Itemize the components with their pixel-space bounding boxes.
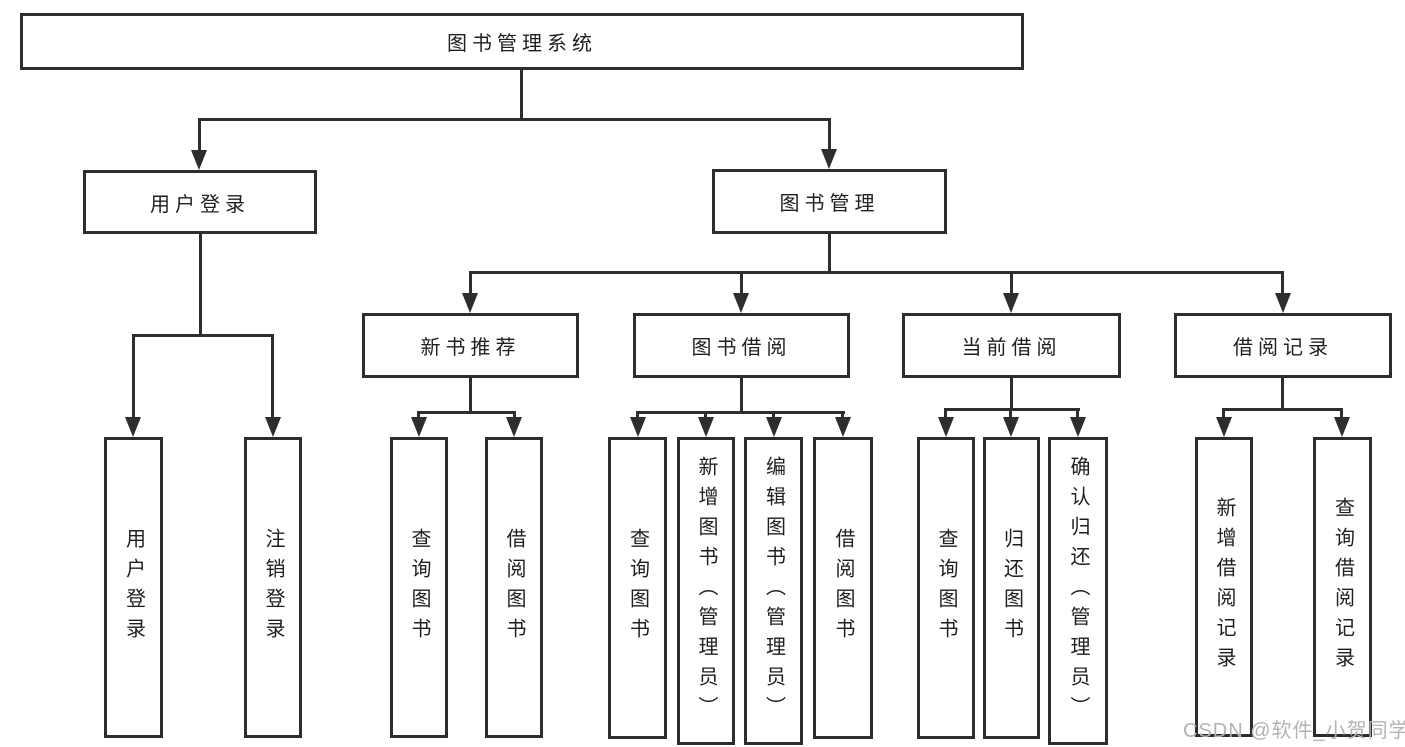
arrow-add-books [698, 417, 714, 437]
node-new-book-recommend-label: 新书推荐 [420, 337, 521, 359]
connector-stem-query-books-c [944, 408, 947, 421]
connector-bookmgmt-hline [469, 271, 1284, 274]
node-book-borrow-label: 图书借阅 [691, 337, 792, 359]
connector-stem-borrow-books-a [513, 411, 516, 421]
connector-stem-query-books-b [636, 411, 639, 421]
node-root-label: 图书管理系统 [447, 33, 597, 55]
node-user-login: 用户登录 [83, 170, 317, 234]
arrow-new-rec [462, 293, 478, 313]
leaf-add-books-admin-label: 新增图书（管理员） [695, 456, 717, 726]
leaf-query-books-borrow-label: 查询图书 [626, 528, 649, 648]
arrow-borrow-books-a [506, 417, 522, 437]
leaf-edit-books-admin-label: 编辑图书（管理员） [762, 456, 785, 726]
leaf-query-books-borrow: 查询图书 [608, 437, 667, 739]
node-current-borrow: 当前借阅 [902, 313, 1121, 378]
leaf-edit-books-admin: 编辑图书（管理员） [744, 437, 803, 745]
leaf-add-books-admin: 新增图书（管理员） [677, 437, 735, 745]
connector-stem-book-mgmt [828, 118, 831, 153]
connector-currentborrow-hline [944, 408, 1080, 411]
connector-userlogin-hline [132, 334, 274, 337]
arrow-book-mgmt [821, 149, 837, 169]
arrow-query-books-b [630, 417, 646, 437]
connector-currentborrow-stem [1010, 377, 1013, 411]
arrow-confirm-return [1070, 417, 1086, 437]
node-borrow-records: 借阅记录 [1174, 313, 1392, 378]
leaf-user-login-label: 用户登录 [122, 527, 145, 648]
connector-stem-add-books [704, 411, 707, 421]
arrow-edit-books [766, 417, 782, 437]
leaf-borrow-books-label: 借阅图书 [832, 528, 854, 648]
node-user-login-label: 用户登录 [150, 193, 250, 216]
arrow-leaf-logout [265, 417, 281, 437]
leaf-query-books-current-label: 查询图书 [935, 528, 957, 648]
connector-borrowrecords-stem [1281, 377, 1284, 411]
arrow-add-record [1216, 417, 1232, 437]
leaf-return-books: 归还图书 [983, 437, 1040, 739]
arrow-query-books-c [938, 417, 954, 437]
arrow-book-borrow [733, 293, 749, 313]
connector-newrec-hline [417, 411, 516, 414]
leaf-confirm-return-admin-label: 确认归还（管理员） [1067, 456, 1089, 726]
leaf-borrow-books-recommend: 借阅图书 [485, 437, 543, 738]
connector-root-stem [520, 69, 523, 120]
leaf-confirm-return-admin: 确认归还（管理员） [1048, 437, 1108, 745]
node-root: 图书管理系统 [20, 13, 1024, 70]
leaf-borrow-books-recommend-label: 借阅图书 [503, 527, 525, 648]
node-new-book-recommend: 新书推荐 [362, 313, 579, 378]
connector-stem-return-books [1009, 408, 1012, 421]
arrow-query-record [1334, 417, 1350, 437]
connector-stem-query-record [1340, 408, 1343, 421]
leaf-query-books-current: 查询图书 [917, 437, 975, 739]
connector-stem-edit-books [772, 411, 775, 421]
leaf-return-books-label: 归还图书 [1000, 528, 1023, 648]
leaf-query-borrow-record-label: 查询借阅记录 [1331, 497, 1354, 677]
connector-bookborrow-stem [740, 377, 743, 414]
arrow-borrow-books-b [835, 417, 851, 437]
connector-bookmgmt-stem [828, 233, 831, 274]
node-current-borrow-label: 当前借阅 [961, 337, 1062, 359]
leaf-query-books-recommend-label: 查询图书 [408, 527, 430, 648]
leaf-user-login: 用户登录 [104, 437, 163, 738]
leaf-add-borrow-record: 新增借阅记录 [1195, 437, 1253, 737]
connector-stem-book-borrow [740, 271, 743, 296]
connector-stem-user-login [198, 118, 201, 154]
connector-stem-confirm-return [1076, 408, 1079, 421]
node-borrow-records-label: 借阅记录 [1233, 337, 1333, 359]
connector-userlogin-stem [199, 233, 202, 337]
leaf-query-books-recommend: 查询图书 [390, 437, 448, 738]
connector-stem-new-rec [469, 271, 472, 296]
arrow-query-books-a [411, 417, 427, 437]
arrow-return-books [1003, 417, 1019, 437]
connector-borrowrecords-hline [1222, 408, 1342, 411]
connector-newrec-stem [469, 377, 472, 414]
watermark: CSDN @软件_小贺同学 [1183, 720, 1405, 742]
leaf-borrow-books: 借阅图书 [813, 437, 873, 739]
arrow-user-login [191, 150, 207, 170]
connector-stem-borrow-books-b [841, 411, 844, 421]
connector-root-hline [198, 118, 831, 121]
connector-stem-leaf-logout [271, 334, 274, 420]
arrow-current-borrow [1003, 293, 1019, 313]
connector-stem-current-borrow [1010, 271, 1013, 296]
connector-bookborrow-hline [636, 411, 845, 414]
node-book-borrow: 图书借阅 [633, 313, 850, 378]
connector-stem-query-books-a [417, 411, 420, 421]
node-book-management-label: 图书管理 [779, 193, 880, 215]
leaf-logout-label: 注销登录 [262, 527, 284, 648]
connector-stem-borrow-records [1281, 271, 1284, 296]
connector-stem-leaf-user-login [132, 334, 135, 420]
leaf-add-borrow-record-label: 新增借阅记录 [1213, 497, 1235, 677]
leaf-query-borrow-record: 查询借阅记录 [1313, 437, 1372, 737]
arrow-borrow-records [1275, 293, 1291, 313]
leaf-logout: 注销登录 [244, 437, 302, 738]
connector-stem-add-record [1222, 408, 1225, 421]
arrow-leaf-user-login [125, 417, 141, 437]
node-book-management: 图书管理 [712, 169, 947, 234]
